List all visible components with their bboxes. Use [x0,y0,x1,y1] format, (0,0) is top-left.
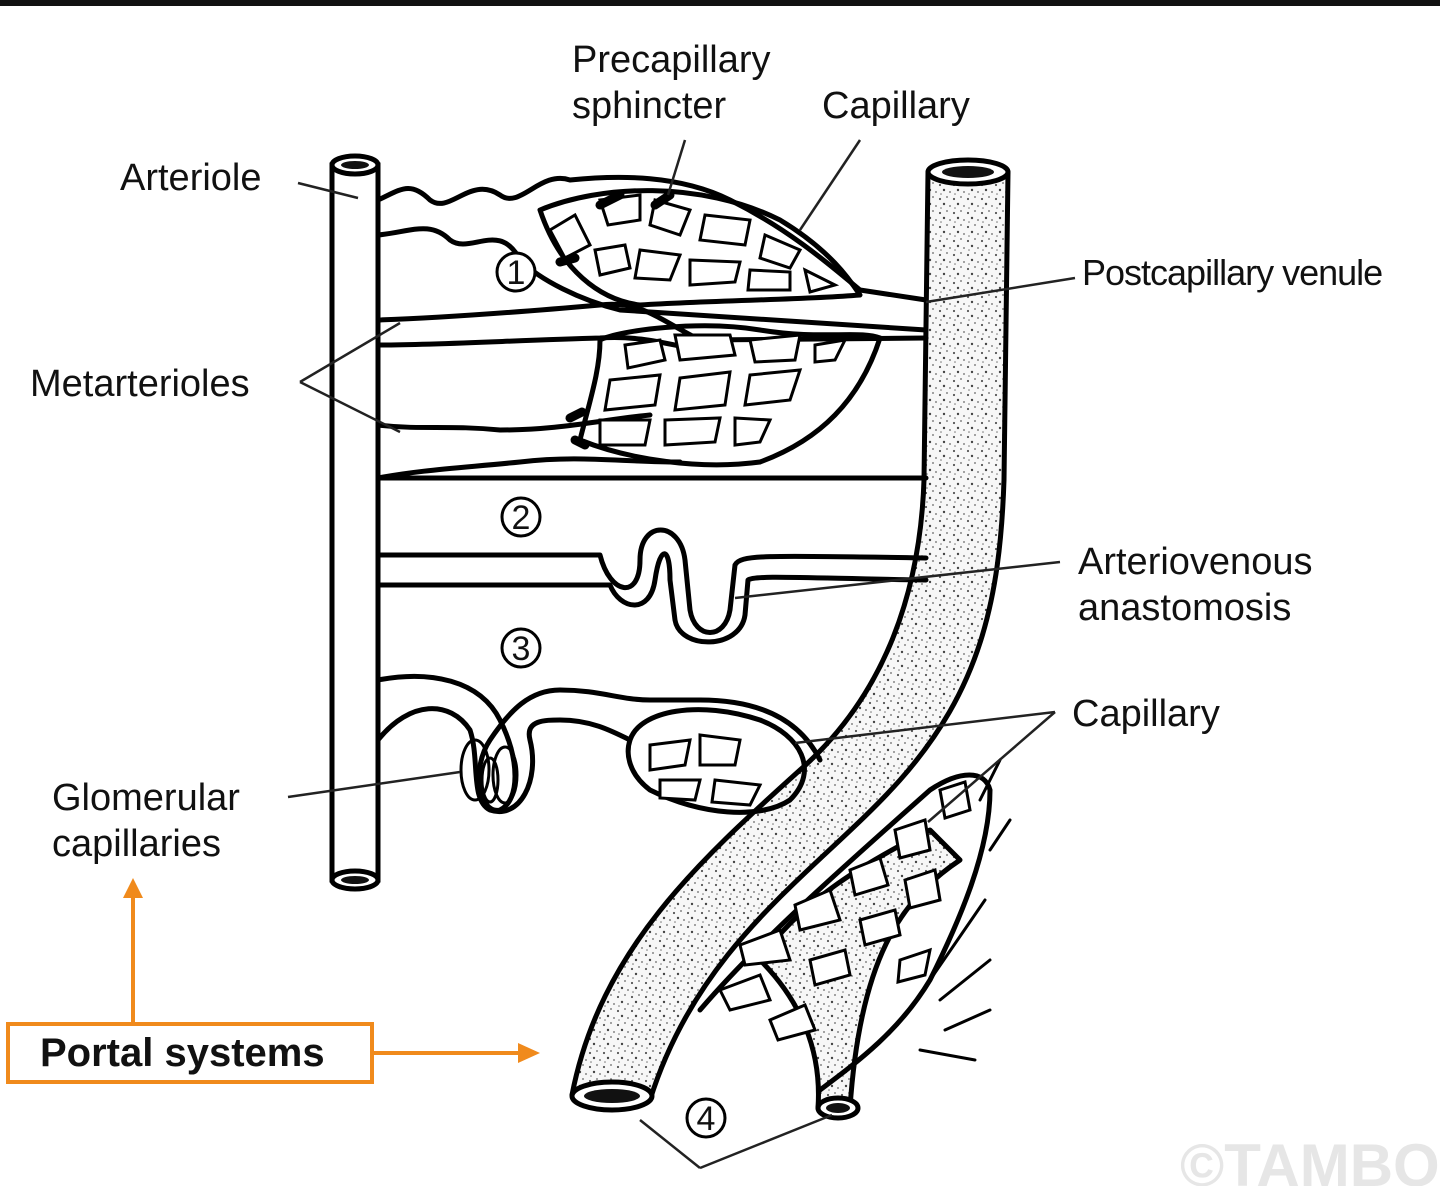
arteriovenous-anastomosis-vessel [375,475,929,645]
marker-2: 2 [500,496,542,538]
arrow-right-head [518,1043,540,1063]
label-postcapillary-venule: Postcapillary venule [1082,252,1382,293]
label-glomerular-line2: capillaries [52,823,221,865]
svg-text:4: 4 [697,1100,716,1138]
top-border [0,0,1440,6]
arteriole-vessel [329,153,381,892]
leader-lines [287,139,1076,1170]
capillary-bed-top [375,174,929,481]
label-portal-systems: Portal systems [40,1031,325,1075]
svg-text:1: 1 [507,254,526,292]
label-arteriole: Arteriole [120,157,262,199]
label-capillary-top: Capillary [822,85,970,127]
label-precapillary-sphincter-line1: Precapillary [572,39,771,81]
marker-1: 1 [495,251,537,293]
postcapillary-venule-vessel [569,157,1011,1121]
portal-systems-box [6,1022,374,1084]
svg-text:3: 3 [512,630,531,668]
label-metarterioles: Metarterioles [30,363,250,405]
label-precapillary-sphincter-line2: sphincter [572,85,727,127]
arrow-up-head [123,878,143,898]
label-arteriovenous-line2: anastomosis [1078,587,1291,629]
portal-capillary-network [697,758,1012,1093]
label-arteriovenous-line1: Arteriovenous [1078,541,1312,583]
label-glomerular-line1: Glomerular [52,777,240,819]
label-capillary-bottom: Capillary [1072,693,1220,735]
portal-systems-callout: Portal systems [6,878,540,1084]
glomerular-capillary-vessel [375,673,823,815]
marker-3: 3 [500,627,542,669]
svg-text:2: 2 [512,499,531,537]
marker-4: 4 [685,1097,727,1139]
watermark-text: ©TAMBO [1180,1132,1440,1186]
